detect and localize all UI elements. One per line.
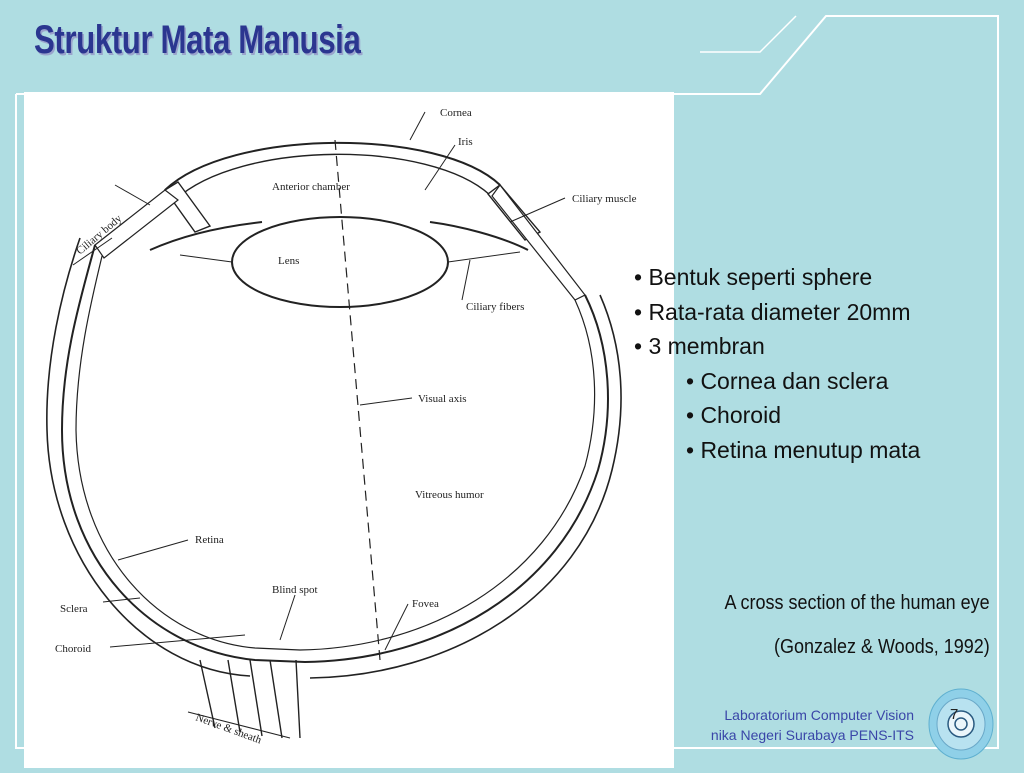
eye-diagram: Cornea Iris Anterior chamber Ciliary mus… — [24, 92, 674, 768]
label-visual-axis: Visual axis — [418, 393, 467, 405]
label-retina: Retina — [195, 534, 224, 546]
bullet-list: • Bentuk seperti sphere • Rata-rata diam… — [634, 260, 920, 467]
label-blind-spot: Blind spot — [272, 584, 318, 596]
sub-bullet-item: • Choroid — [686, 402, 781, 428]
figure-caption: A cross section of the human eye — [724, 592, 990, 614]
label-iris: Iris — [458, 136, 473, 148]
sub-bullet-item: • Cornea dan sclera — [686, 367, 889, 394]
institution-logo — [928, 688, 994, 760]
footer-institution: nika Negeri Surabaya PENS-ITS — [710, 727, 914, 743]
label-anterior-chamber: Anterior chamber — [272, 181, 350, 193]
sub-bullet-item: • Retina menutup mata — [686, 436, 921, 463]
label-cornea: Cornea — [440, 107, 472, 119]
label-choroid: Choroid — [55, 643, 92, 655]
footer-lab-name: Laboratorium Computer Vision — [724, 707, 914, 723]
label-fovea: Fovea — [412, 598, 439, 610]
bullet-item: • 3 membran — [634, 333, 765, 359]
label-ciliary-muscle: Ciliary muscle — [572, 193, 637, 205]
bullet-item: • Bentuk seperti sphere — [634, 264, 873, 290]
bullet-item: • Rata-rata diameter 20mm — [634, 298, 911, 325]
label-sclera: Sclera — [60, 603, 88, 615]
slide-title: Struktur Mata Manusia — [34, 18, 361, 62]
label-vitreous-humor: Vitreous humor — [415, 489, 484, 501]
label-lens: Lens — [278, 255, 299, 267]
label-ciliary-fibers: Ciliary fibers — [466, 301, 524, 313]
page-number: 7 — [950, 706, 959, 723]
figure-citation: (Gonzalez & Woods, 1992) — [774, 636, 990, 658]
